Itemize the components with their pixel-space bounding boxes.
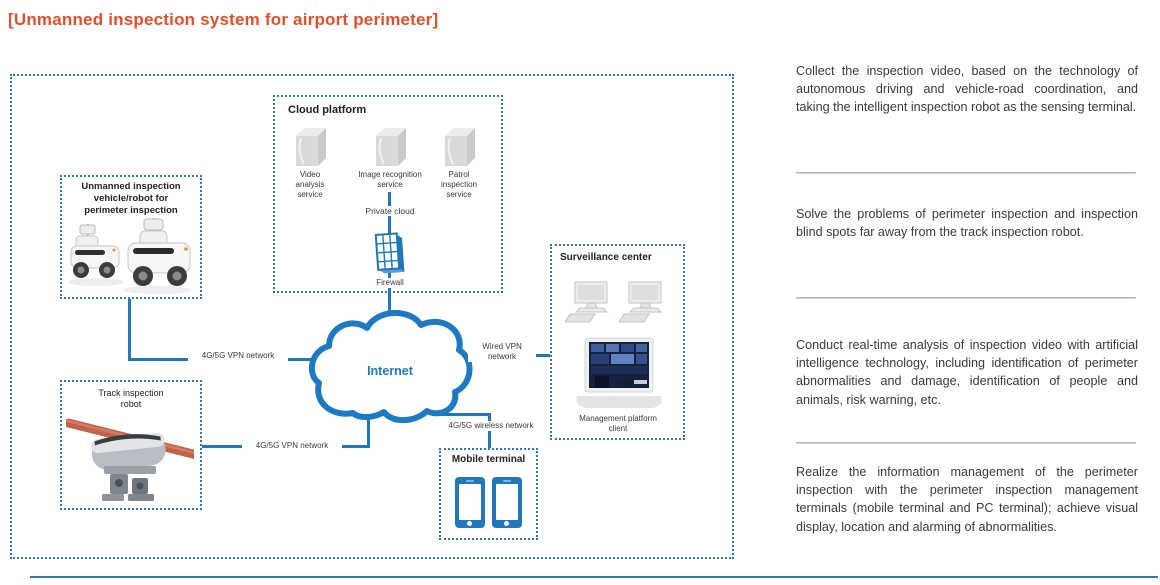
inspection-robots-image xyxy=(68,218,192,294)
description-paragraph-1: Collect the inspection video, based on t… xyxy=(796,64,1138,115)
server-icon xyxy=(445,128,475,166)
page-title: [Unmanned inspection system for airport … xyxy=(8,10,439,29)
server-icon xyxy=(376,128,406,166)
footer-rule xyxy=(30,576,1158,578)
desktop-computer-icon xyxy=(619,281,663,323)
cloud-platform-title: Cloud platform xyxy=(288,104,367,116)
track-robot-box: Track inspection robot xyxy=(60,380,202,510)
unmanned-vehicle-title: Unmanned inspection vehicle/robot for pe… xyxy=(81,181,181,216)
surveillance-center-box: Surveillance center xyxy=(550,244,685,440)
diagram-outer-border xyxy=(10,74,734,559)
private-cloud-label: Private cloud xyxy=(355,206,425,216)
internet-label: Internet xyxy=(367,364,413,378)
server-icon xyxy=(296,128,326,166)
firewall-icon xyxy=(374,232,405,274)
line-vehicle-down xyxy=(128,299,131,360)
wireless-network-label: 4G/5G wireless network xyxy=(437,421,545,431)
unmanned-vehicle-box: Unmanned inspection vehicle/robot for pe… xyxy=(60,175,202,299)
management-platform-client-label: Management platform client xyxy=(579,414,657,433)
surveillance-center-title: Surveillance center xyxy=(560,252,652,263)
vpn-network-label-vehicle: 4G/5G VPN network xyxy=(188,351,288,361)
video-analysis-service-label: Video analysis service xyxy=(295,170,325,199)
track-robot-title: Track inspection robot xyxy=(98,388,164,409)
firewall-label: Firewall xyxy=(360,278,420,288)
divider xyxy=(796,442,1136,444)
patrol-inspection-service-label: Patrol inspection service xyxy=(440,170,478,199)
desktop-computer-icon xyxy=(565,281,609,323)
management-client-laptop-icon xyxy=(576,337,662,408)
divider xyxy=(796,172,1136,174)
line-track-up-to-cloud xyxy=(367,417,370,448)
description-paragraph-4: Realize the information management of th… xyxy=(796,465,1138,534)
description-paragraph-3: Conduct real-time analysis of inspection… xyxy=(796,338,1138,407)
image-recognition-service-label: Image recognition service xyxy=(348,170,432,190)
line-internet-to-mobile-v xyxy=(488,413,491,449)
mobile-terminal-title: Mobile terminal xyxy=(451,454,526,465)
smartphone-icon xyxy=(455,477,485,528)
mobile-terminal-box: Mobile terminal xyxy=(439,448,538,540)
divider xyxy=(796,297,1136,299)
internet-cloud-icon xyxy=(308,310,473,424)
wired-vpn-network-label: Wired VPN network xyxy=(468,342,536,362)
line-internet-to-mobile-h xyxy=(432,413,491,416)
track-robot-image xyxy=(66,418,194,501)
smartphone-icon xyxy=(492,477,522,528)
description-paragraph-2: Solve the problems of perimeter inspecti… xyxy=(796,207,1138,240)
vpn-network-label-track: 4G/5G VPN network xyxy=(242,441,342,451)
